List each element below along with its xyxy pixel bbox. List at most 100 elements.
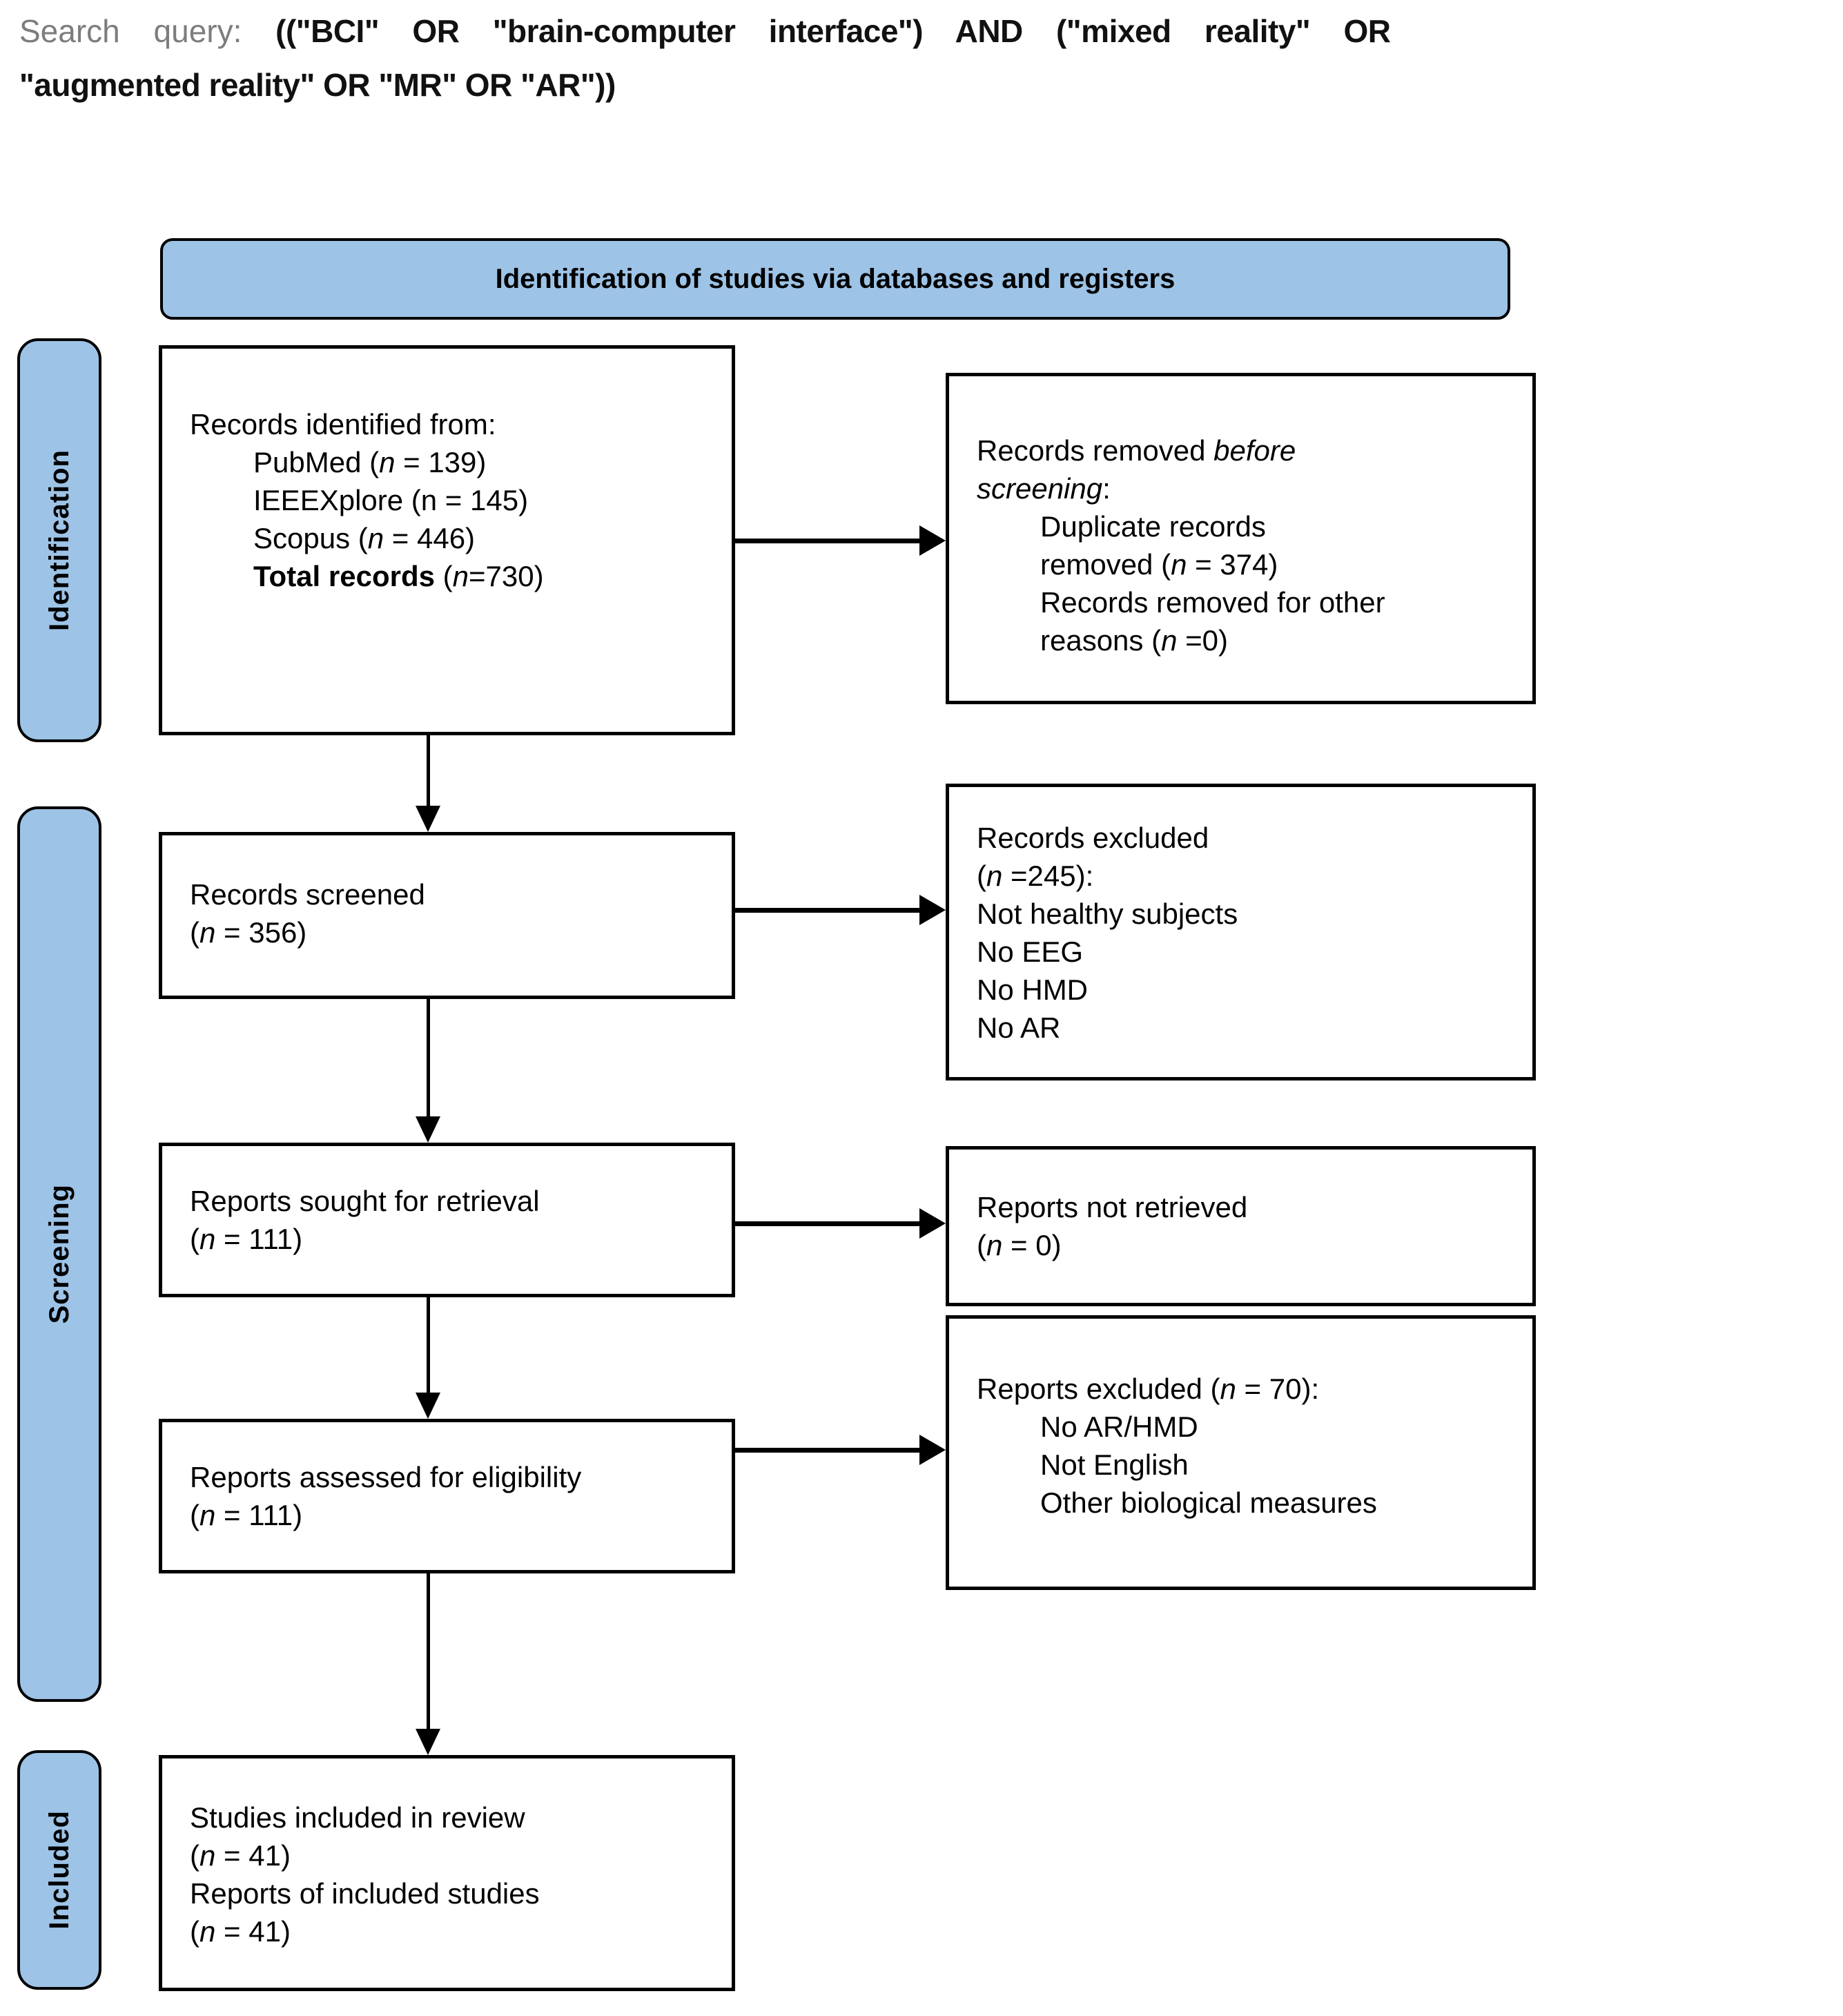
text-line: Not English	[949, 1446, 1532, 1484]
arrow-line	[427, 1573, 430, 1730]
arrow-sought-to-not-retrieved	[735, 1208, 946, 1239]
text-run: n	[1220, 1373, 1236, 1405]
text-run: (	[190, 1223, 199, 1255]
arrow-identified-to-screened	[416, 735, 440, 832]
box-studies-included: Studies included in review(n = 41)Report…	[159, 1755, 735, 1991]
box-reports-sought: Reports sought for retrieval(n = 111)	[159, 1143, 735, 1297]
text-run: n	[452, 560, 469, 592]
header-title: Identification of studies via databases …	[495, 263, 1176, 294]
search-query-label: Search query:	[19, 13, 242, 49]
arrow-head-right-icon	[919, 1435, 946, 1465]
text-run: n	[199, 1499, 216, 1531]
stage-label-screening: Screening	[43, 1184, 75, 1324]
text-line: (n = 111)	[162, 1220, 732, 1258]
text-line: PubMed (n = 139)	[162, 443, 732, 481]
text-run: Records screened	[190, 878, 425, 911]
stage-bar-screening: Screening	[17, 806, 101, 1702]
text-line: (n =245):	[949, 857, 1532, 895]
text-run: Studies included in review	[190, 1801, 525, 1834]
stage-label-identification: Identification	[43, 449, 75, 631]
text-line: Reports assessed for eligibility	[162, 1458, 732, 1496]
text-line: Other biological measures	[949, 1484, 1532, 1522]
arrow-head-right-icon	[919, 1208, 946, 1239]
arrow-line	[427, 999, 430, 1118]
text-line: (n = 0)	[949, 1226, 1532, 1264]
text-run: No AR/HMD	[1040, 1411, 1198, 1443]
stage-bar-included: Included	[17, 1750, 101, 1990]
text-run: = 111)	[215, 1223, 303, 1255]
text-line: Records removed for other	[949, 583, 1532, 621]
arrow-line	[735, 539, 921, 543]
text-line: (n = 41)	[162, 1912, 732, 1950]
stage-bar-identification: Identification	[17, 338, 101, 742]
text-line: reasons (n =0)	[949, 621, 1532, 659]
text-line: No HMD	[949, 971, 1532, 1009]
search-query: Search query: (("BCI" OR "brain-computer…	[19, 4, 1800, 112]
text-run: Reports sought for retrieval	[190, 1185, 540, 1217]
text-run: PubMed (	[253, 446, 380, 478]
text-run: n	[199, 1915, 216, 1948]
text-run: n	[199, 1223, 216, 1255]
text-run: screening	[977, 472, 1103, 505]
text-run: removed (	[1040, 548, 1171, 581]
arrow-sought-to-assessed	[416, 1297, 440, 1419]
text-run: = 446)	[384, 522, 476, 554]
text-run: (	[190, 1499, 199, 1531]
text-line: (n = 41)	[162, 1836, 732, 1874]
text-run: before	[1213, 434, 1296, 467]
arrow-line	[735, 1221, 921, 1226]
text-line: Records excluded	[949, 819, 1532, 857]
text-run: n	[986, 1229, 1003, 1261]
stage-label-included: Included	[43, 1810, 75, 1930]
text-line: Reports excluded (n = 70):	[949, 1370, 1532, 1408]
text-run: :	[1102, 472, 1111, 505]
text-run: = 111)	[215, 1499, 303, 1531]
text-run: IEEEXplore (n = 145)	[253, 484, 529, 516]
arrow-head-down-icon	[416, 806, 440, 832]
text-line: Records identified from:	[162, 405, 732, 443]
text-run: n	[367, 522, 384, 554]
text-line: Scopus (n = 446)	[162, 519, 732, 557]
arrow-assessed-to-included	[416, 1573, 440, 1755]
text-line: removed (n = 374)	[949, 545, 1532, 583]
arrow-screened-to-sought	[416, 999, 440, 1143]
text-run: = 41)	[215, 1915, 291, 1948]
text-run: Other biological measures	[1040, 1486, 1377, 1519]
text-run: (	[190, 1839, 199, 1872]
text-run: =730)	[468, 560, 544, 592]
text-run: n	[199, 916, 216, 949]
header-banner: Identification of studies via databases …	[160, 238, 1510, 320]
arrow-identified-to-removed	[735, 525, 946, 556]
text-run: Duplicate records	[1040, 510, 1266, 543]
text-run: n	[379, 446, 396, 478]
text-line: Records screened	[162, 875, 732, 913]
text-run: Records excluded	[977, 822, 1209, 854]
text-run: Not healthy subjects	[977, 898, 1238, 930]
arrow-head-down-icon	[416, 1393, 440, 1419]
text-line: IEEEXplore (n = 145)	[162, 481, 732, 519]
text-run: = 70):	[1236, 1373, 1320, 1405]
search-query-text-1: (("BCI" OR "brain-computer interface") A…	[275, 13, 1391, 49]
text-run: Records identified from:	[190, 408, 496, 440]
arrow-line	[427, 735, 430, 807]
text-line: Records removed before	[949, 432, 1532, 469]
text-run: (	[190, 1915, 199, 1948]
text-run: n	[1171, 548, 1187, 581]
arrow-assessed-to-reports-excluded	[735, 1435, 946, 1465]
text-run: =0)	[1177, 624, 1228, 657]
text-run: (	[442, 560, 453, 592]
text-line: No AR	[949, 1009, 1532, 1047]
box-reports-assessed: Reports assessed for eligibility(n = 111…	[159, 1419, 735, 1573]
text-run: (	[190, 916, 199, 949]
text-line: No EEG	[949, 933, 1532, 971]
text-run: No HMD	[977, 973, 1089, 1006]
text-line: Reports of included studies	[162, 1874, 732, 1912]
text-run: No EEG	[977, 936, 1084, 968]
text-run: = 0)	[1002, 1229, 1062, 1261]
text-line: Reports sought for retrieval	[162, 1182, 732, 1220]
box-records-excluded: Records excluded(n =245):Not healthy sub…	[946, 784, 1536, 1080]
text-run: n	[1161, 624, 1178, 657]
